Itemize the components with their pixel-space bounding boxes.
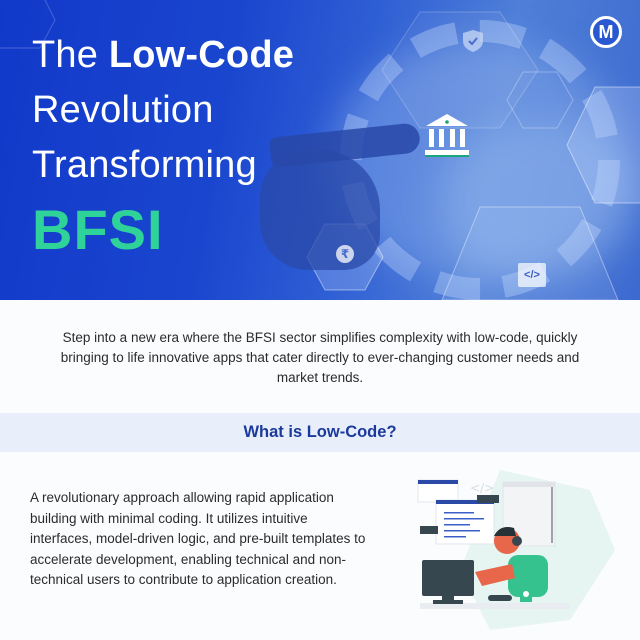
hero-highlight-bfsi: BFSI [32, 198, 164, 261]
code-icon: </> [518, 263, 546, 287]
bank-icon [424, 113, 470, 157]
rupee-icon: ₹ [336, 245, 354, 263]
shield-check-icon [462, 29, 484, 53]
hexagon-decoration [380, 10, 540, 130]
developer-illustration: </> [400, 460, 620, 640]
section-header-band: What is Low-Code? [0, 413, 640, 452]
svg-text:</>: </> [470, 481, 494, 495]
intro-paragraph: Step into a new era where the BFSI secto… [60, 330, 580, 385]
hexagon-decoration [505, 70, 575, 130]
brand-logo[interactable]: M [590, 16, 622, 48]
hero-title: The Low-Code Revolution Transforming [32, 34, 295, 186]
hexagon-decoration [440, 205, 620, 300]
hexagon-decoration [0, 0, 60, 50]
hero-banner: The Low-Code Revolution Transforming BFS… [0, 0, 640, 300]
section-heading: What is Low-Code? [243, 423, 397, 441]
hexagon-decoration [565, 85, 640, 205]
low-code-description: A revolutionary approach allowing rapid … [30, 490, 366, 587]
pointing-hand-image [260, 150, 380, 270]
